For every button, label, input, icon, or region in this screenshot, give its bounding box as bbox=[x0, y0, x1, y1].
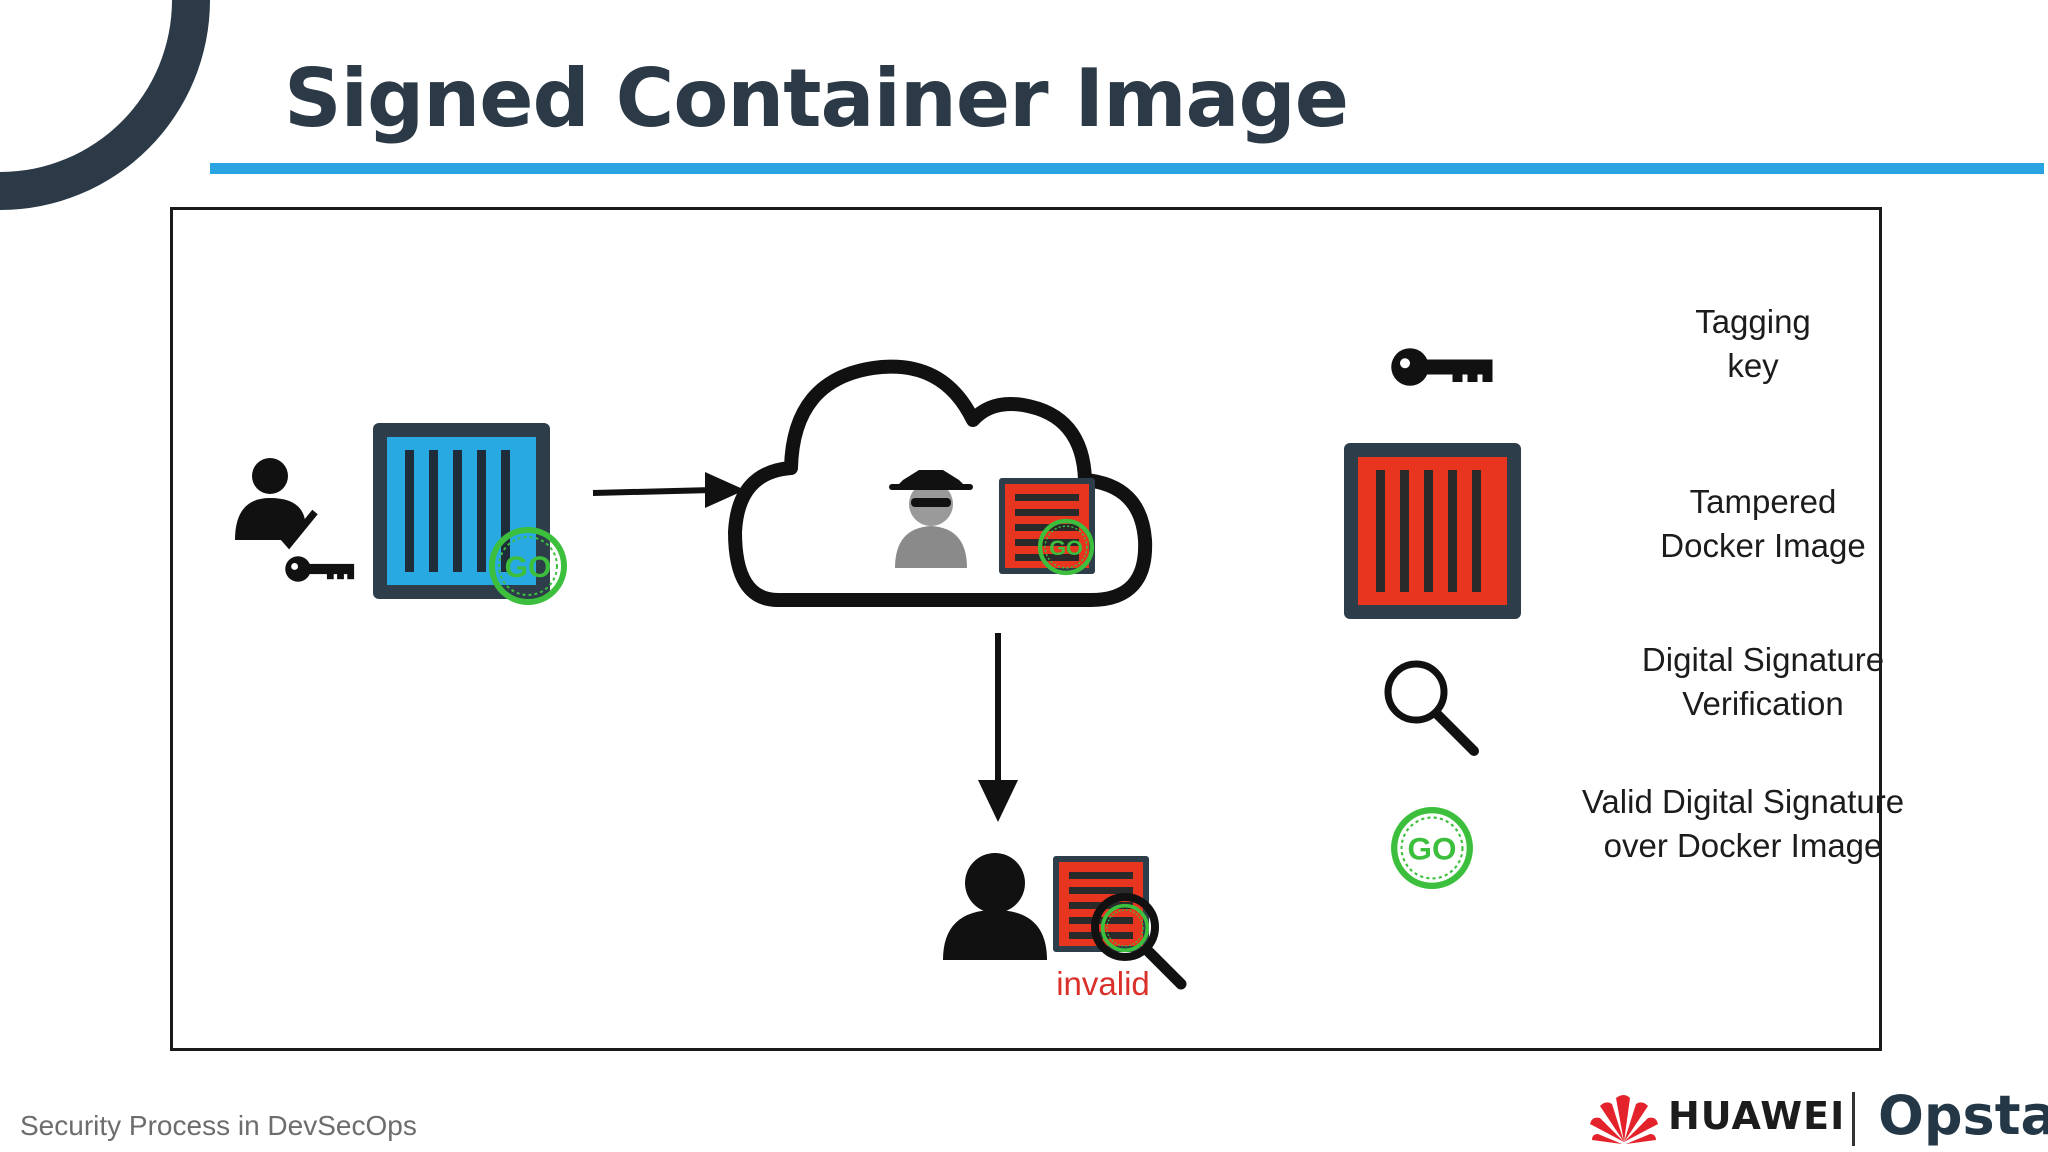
legend-valid-signature-line2: over Docker Image bbox=[1603, 827, 1883, 864]
title-rule bbox=[210, 163, 2044, 174]
logo-divider bbox=[1852, 1092, 1855, 1146]
legend-tagging-key-line1: Tagging bbox=[1695, 303, 1811, 340]
container-icon bbox=[373, 423, 550, 599]
go-stamp-icon: GO bbox=[1040, 521, 1092, 573]
slide-title: Signed Container Image bbox=[284, 52, 1349, 145]
go-stamp-icon: GO bbox=[1394, 810, 1470, 886]
key-icon bbox=[285, 556, 355, 582]
legend-tagging-key-line2: key bbox=[1727, 347, 1779, 384]
diagram-canvas: GO GO bbox=[235, 348, 1521, 990]
magnifier-icon bbox=[1091, 893, 1187, 990]
legend-valid-signature-label: Valid Digital Signature over Docker Imag… bbox=[1493, 780, 1993, 868]
go-stamp-text: GO bbox=[1049, 535, 1083, 560]
logo-area: HUAWEI Opsta bbox=[1586, 1084, 2048, 1150]
legend-valid-signature-line1: Valid Digital Signature bbox=[1581, 783, 1905, 820]
user-icon bbox=[943, 853, 1047, 960]
opsta-logo-text: Opsta bbox=[1878, 1084, 2048, 1147]
spy-icon bbox=[889, 470, 973, 568]
arrow-down-icon bbox=[978, 633, 1018, 822]
magnifier-icon bbox=[1384, 660, 1479, 756]
container-icon bbox=[1344, 443, 1521, 619]
go-stamp-icon: GO bbox=[492, 530, 564, 602]
legend-signature-verification-line1: Digital Signature bbox=[1641, 641, 1885, 678]
key-icon bbox=[1391, 348, 1493, 386]
arrow-right-icon bbox=[592, 472, 745, 508]
legend-tampered-image-line2: Docker Image bbox=[1660, 527, 1866, 564]
go-stamp-text: GO bbox=[1408, 831, 1457, 867]
legend-tampered-image-line1: Tampered bbox=[1689, 483, 1837, 520]
invalid-label: invalid bbox=[1056, 965, 1150, 1002]
user-check-icon bbox=[235, 458, 318, 550]
legend-signature-verification-line2: Verification bbox=[1682, 685, 1844, 722]
legend-tampered-image-label: Tampered Docker Image bbox=[1593, 480, 1933, 568]
corner-arc-decoration bbox=[0, 0, 210, 210]
footer-text: Security Process in DevSecOps bbox=[20, 1110, 417, 1141]
huawei-logo-text: HUAWEI bbox=[1668, 1094, 1846, 1138]
huawei-petals-logo bbox=[1590, 1095, 1658, 1144]
legend-tagging-key-label: Tagging key bbox=[1628, 300, 1878, 388]
diagram-frame: GO GO bbox=[170, 207, 1904, 1051]
go-stamp-text: GO bbox=[505, 551, 552, 584]
legend-signature-verification-label: Digital Signature Verification bbox=[1553, 638, 1973, 726]
